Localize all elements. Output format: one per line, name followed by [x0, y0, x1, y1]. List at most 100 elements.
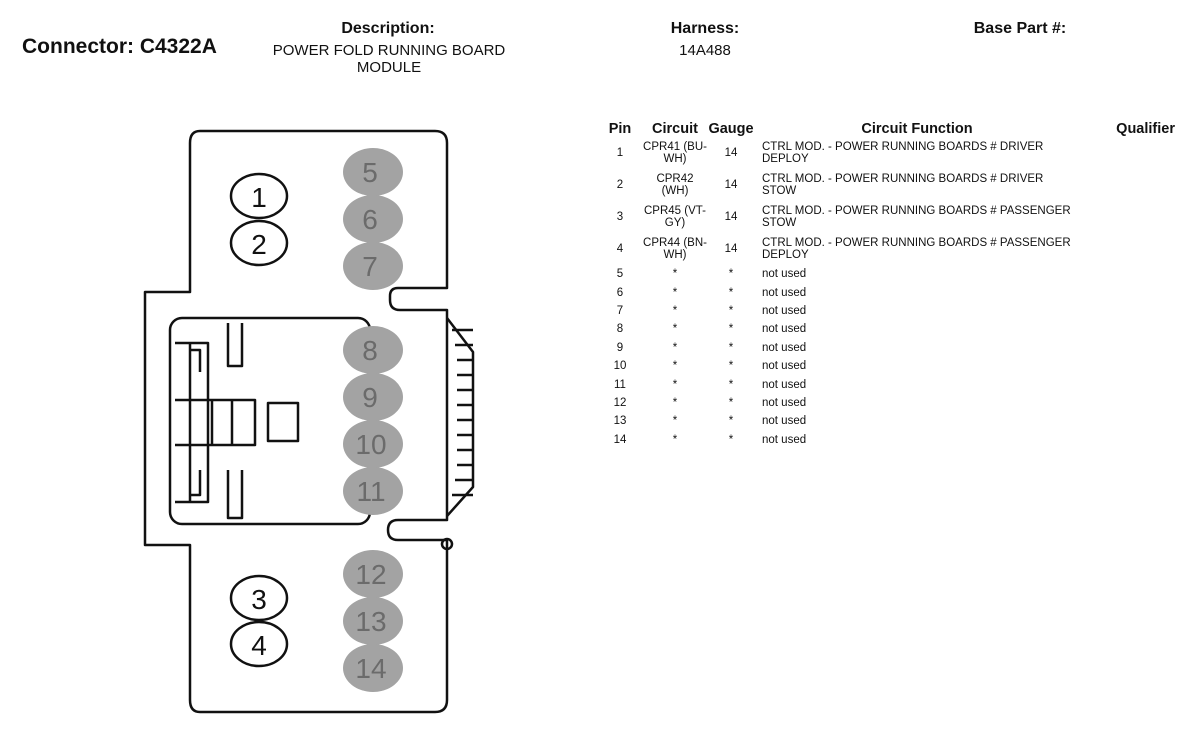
- cell-function: not used: [762, 433, 807, 446]
- header-circuit: Circuit: [652, 121, 698, 137]
- cell-pin: 11: [614, 378, 626, 391]
- cell-gauge: 14: [724, 179, 738, 191]
- description-heading: Description:: [341, 20, 435, 37]
- cell-qualifier: [1080, 375, 1175, 393]
- cell-circuit: *: [672, 323, 678, 336]
- cell-pin: 4: [616, 243, 624, 255]
- cell-qualifier: [1080, 339, 1175, 357]
- cell-pin: 2: [616, 179, 624, 191]
- cell-function: not used: [762, 323, 807, 336]
- table-row: 10 * * not used: [598, 357, 1175, 375]
- cell-circuit: *: [672, 268, 678, 281]
- cell-gauge: 14: [724, 147, 738, 159]
- cell-pin: 13: [613, 415, 627, 428]
- cell-qualifier: [1080, 302, 1175, 320]
- cell-pin: 1: [616, 147, 624, 159]
- connector-title: Connector: C4322A: [22, 35, 217, 58]
- pin-1: 1: [229, 172, 289, 220]
- cell-function: not used: [762, 415, 807, 428]
- table-row: 8 * * not used: [598, 320, 1175, 338]
- table-row: 13 * * not used: [598, 412, 1175, 430]
- base-part-heading: Base Part #:: [973, 20, 1067, 37]
- cell-pin: 5: [616, 268, 624, 281]
- pin-5-label: 5: [362, 157, 378, 188]
- table-row: 5 * * not used: [598, 265, 1175, 283]
- table-row: 12 * * not used: [598, 394, 1175, 412]
- cell-gauge: *: [728, 268, 734, 281]
- cell-circuit: CPR44 (BN-WH): [643, 237, 707, 261]
- table-header-row: Pin Circuit Gauge Circuit Function Quali…: [598, 119, 1175, 137]
- header-circuit-function: Circuit Function: [861, 121, 973, 137]
- cell-function: not used: [762, 304, 807, 317]
- pin-10-label: 10: [355, 429, 386, 460]
- cell-function: not used: [762, 286, 807, 299]
- pin-11-label: 11: [356, 476, 385, 507]
- cell-pin: 9: [616, 341, 624, 354]
- pin-13-label: 13: [355, 606, 386, 637]
- cell-qualifier: [1080, 357, 1175, 375]
- cell-function: not used: [762, 396, 807, 409]
- pin-3: 3: [229, 574, 289, 622]
- cell-circuit: *: [672, 433, 678, 446]
- description-value: POWER FOLD RUNNING BOARD MODULE: [272, 42, 506, 76]
- cell-circuit: *: [672, 286, 678, 299]
- cell-pin: 14: [613, 433, 627, 446]
- pin-7-label: 7: [362, 251, 378, 282]
- cell-circuit: *: [672, 360, 678, 373]
- table-row: 7 * * not used: [598, 302, 1175, 320]
- cell-pin: 7: [616, 304, 624, 317]
- cell-function: not used: [762, 268, 807, 281]
- cell-gauge: *: [728, 341, 734, 354]
- cell-gauge: *: [728, 304, 734, 317]
- cell-gauge: *: [728, 286, 734, 299]
- pin-12-label: 12: [355, 559, 386, 590]
- pin-9-label: 9: [362, 382, 378, 413]
- cell-qualifier: [1080, 412, 1175, 430]
- cell-qualifier: [1080, 320, 1175, 338]
- cell-gauge: *: [728, 378, 734, 391]
- pin-8-label: 8: [362, 335, 378, 366]
- pin-label: 1: [251, 182, 267, 213]
- cell-qualifier: [1080, 169, 1175, 201]
- pin-2: 2: [229, 219, 289, 267]
- cell-pin: 3: [616, 211, 624, 223]
- cell-function: not used: [762, 378, 807, 391]
- table-row: 11 * * not used: [598, 375, 1175, 393]
- cell-pin: 12: [613, 396, 627, 409]
- table-row: 9 * * not used: [598, 339, 1175, 357]
- cell-circuit: *: [672, 396, 678, 409]
- table-row: 4 CPR44 (BN-WH) 14 CTRL MOD. - POWER RUN…: [598, 233, 1175, 265]
- cell-gauge: 14: [724, 211, 738, 223]
- cell-circuit: *: [672, 304, 678, 317]
- cell-circuit: *: [672, 341, 678, 354]
- cell-function: not used: [762, 341, 807, 354]
- pin-label: 3: [251, 584, 267, 615]
- cell-function: CTRL MOD. - POWER RUNNING BOARDS # PASSE…: [762, 237, 1071, 261]
- connector-face-diagram: 1 2 3 4 5 6 7 8 9 10 11 12 13 14: [143, 129, 475, 714]
- cell-qualifier: [1080, 137, 1175, 169]
- cell-qualifier: [1080, 283, 1175, 301]
- cell-function: CTRL MOD. - POWER RUNNING BOARDS # DRIVE…: [762, 173, 1044, 197]
- header-pin: Pin: [608, 121, 632, 137]
- cell-circuit: CPR41 (BU-WH): [643, 141, 707, 165]
- cell-qualifier: [1080, 233, 1175, 265]
- cell-gauge: *: [728, 433, 734, 446]
- cell-function: not used: [762, 360, 807, 373]
- harness-value: 14A488: [679, 42, 731, 59]
- pin-14-label: 14: [355, 653, 386, 684]
- cell-gauge: *: [728, 415, 734, 428]
- cell-qualifier: [1080, 394, 1175, 412]
- pin-6-label: 6: [362, 204, 378, 235]
- connector-housing-outline: [143, 129, 475, 714]
- cell-circuit: *: [672, 378, 678, 391]
- cell-function: CTRL MOD. - POWER RUNNING BOARDS # DRIVE…: [762, 141, 1044, 165]
- table-row: 14 * * not used: [598, 431, 1175, 449]
- cell-qualifier: [1080, 265, 1175, 283]
- cell-gauge: *: [728, 396, 734, 409]
- harness-heading: Harness:: [670, 20, 740, 37]
- cell-gauge: *: [728, 323, 734, 336]
- pinout-table: Pin Circuit Gauge Circuit Function Quali…: [598, 119, 1175, 449]
- header-gauge: Gauge: [708, 121, 754, 137]
- cell-function: CTRL MOD. - POWER RUNNING BOARDS # PASSE…: [762, 205, 1071, 229]
- cell-qualifier: [1080, 431, 1175, 449]
